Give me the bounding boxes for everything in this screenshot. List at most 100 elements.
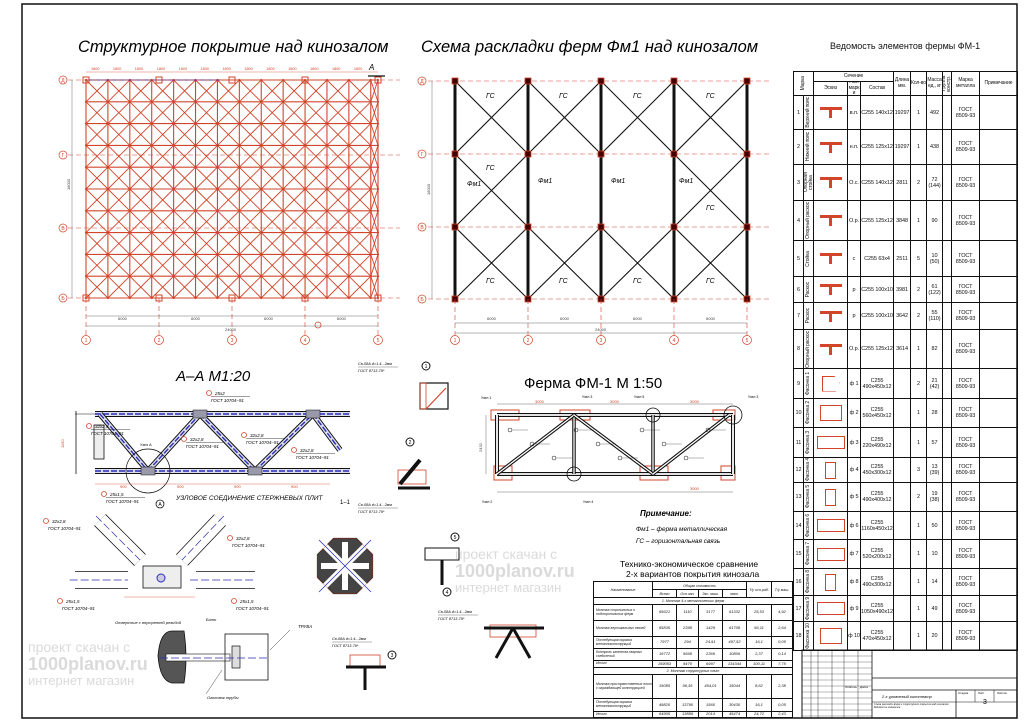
column-mark (228, 294, 236, 302)
node-dot (128, 166, 131, 169)
row-number-text: 5 (797, 255, 800, 262)
bracing-bar (151, 123, 174, 146)
node-dot (282, 231, 285, 234)
mass: 19 (38) (927, 483, 943, 512)
node-dot (347, 187, 350, 191)
header-section-text: Сечение (843, 72, 864, 79)
position-marker (683, 455, 689, 461)
bracing-bar (85, 188, 109, 212)
steel-grade-text: ГОСТ 8509-93 (955, 106, 976, 119)
node-dot (325, 253, 329, 256)
node-block (305, 409, 321, 419)
dimension-label: 3000 (690, 399, 700, 404)
tee-stem (829, 218, 832, 226)
node-dot (172, 166, 175, 169)
quantity-text: 2 (917, 494, 920, 500)
length (894, 622, 911, 651)
steel-grade-text: ГОСТ 8509-93 (955, 548, 976, 560)
sketch-cell (814, 201, 848, 241)
node-dot (106, 253, 110, 256)
steel-grade-text: ГОСТ 8509-93 (955, 630, 976, 642)
composition-text: С255 1160х450х12 (861, 519, 893, 532)
bracing-bar (370, 79, 379, 102)
sketch-cell (814, 130, 848, 165)
axis-bubble (58, 150, 68, 160)
bracing-bar (129, 123, 153, 146)
dimension-label: 1800 (354, 67, 362, 71)
horizontal-bracing (600, 226, 675, 300)
node-dot (84, 209, 88, 212)
node-dot (194, 209, 197, 212)
mass: 72 (144) (927, 165, 943, 201)
position-mark-text: ф 1 (849, 380, 859, 387)
bracing-bar (304, 210, 328, 233)
bracing-bar (195, 101, 218, 124)
column-mark (524, 150, 532, 158)
bracing-bar (304, 101, 328, 124)
axis-letter: В (420, 225, 424, 231)
sketch-cell (814, 483, 848, 512)
node-dot (238, 253, 241, 256)
row-number: 17 (794, 596, 804, 622)
cell-value: 45474 (723, 712, 747, 718)
tube-axis (181, 515, 225, 561)
header-note: Примечание (980, 72, 1018, 96)
node-dot (347, 144, 350, 147)
dimension-label: 1150 (60, 439, 65, 448)
node-number-circle (442, 587, 452, 597)
composition-text: С255 520х200х12 (862, 548, 892, 560)
node-dot (150, 231, 153, 234)
node-circle (566, 466, 582, 482)
node-dot (303, 122, 307, 125)
node-dot (303, 275, 307, 278)
bracing-bar (304, 275, 328, 299)
truss-title: Ферма ФМ-1 М 1:50 (524, 375, 662, 392)
steel-grade-text: ГОСТ 8509-93 (955, 519, 976, 532)
axis-bubble (417, 76, 427, 86)
node-dot (172, 144, 175, 147)
bracing-bar (217, 275, 240, 299)
leader (269, 629, 291, 651)
note (980, 399, 1018, 428)
node-block (192, 409, 208, 419)
tube-axis (312, 413, 341, 451)
tee-flange (819, 253, 842, 256)
tube-gost: ГОСТ 10704–91 (186, 444, 219, 449)
tee-flange (819, 107, 842, 110)
length (894, 540, 911, 569)
header-labor-machines: Т/у маш. (772, 582, 793, 598)
sketch-cell (814, 569, 848, 596)
bracing-bar (239, 275, 262, 299)
tube-spec: 25х1,5 (65, 599, 80, 604)
position-mark-text: ф 10 (848, 633, 860, 639)
composition-text: С255 1050х490х12 (861, 602, 893, 615)
position-mark: ф 10 (848, 622, 861, 651)
node-dot (84, 122, 88, 125)
composition-text: С255 470х450х12 (862, 630, 892, 642)
dimension-label: 6000 (633, 316, 643, 321)
cell-value: 24,72 (747, 712, 772, 718)
tee-flange (819, 141, 842, 145)
header-mark-text: Марка (800, 76, 806, 91)
composition: С255 1050х490х12 (861, 596, 894, 622)
bracing-bar (260, 101, 284, 124)
row-number: 5 (794, 241, 804, 277)
tee-stem (829, 110, 832, 118)
node-dot (325, 100, 329, 103)
mass-text: 10 (931, 551, 938, 557)
node-dot (84, 275, 88, 278)
position-marker (181, 436, 187, 442)
bracing-label: ГС (486, 93, 496, 100)
electrode-spec: Св-08А d=1.4...2мм (358, 503, 392, 507)
composition-text: С255 560х450х12 (862, 407, 892, 419)
axis-bubble (417, 294, 427, 304)
axis-number: 3 (231, 338, 234, 344)
node-dot (282, 275, 285, 278)
composition: С255 560х450х12 (861, 399, 894, 428)
tube-gost: ГОСТ 10704–91 (62, 606, 95, 611)
tee-stem (829, 287, 832, 295)
quantity: 2 (911, 277, 927, 303)
quantity-text: 2 (917, 179, 920, 186)
position-marker (291, 447, 297, 453)
